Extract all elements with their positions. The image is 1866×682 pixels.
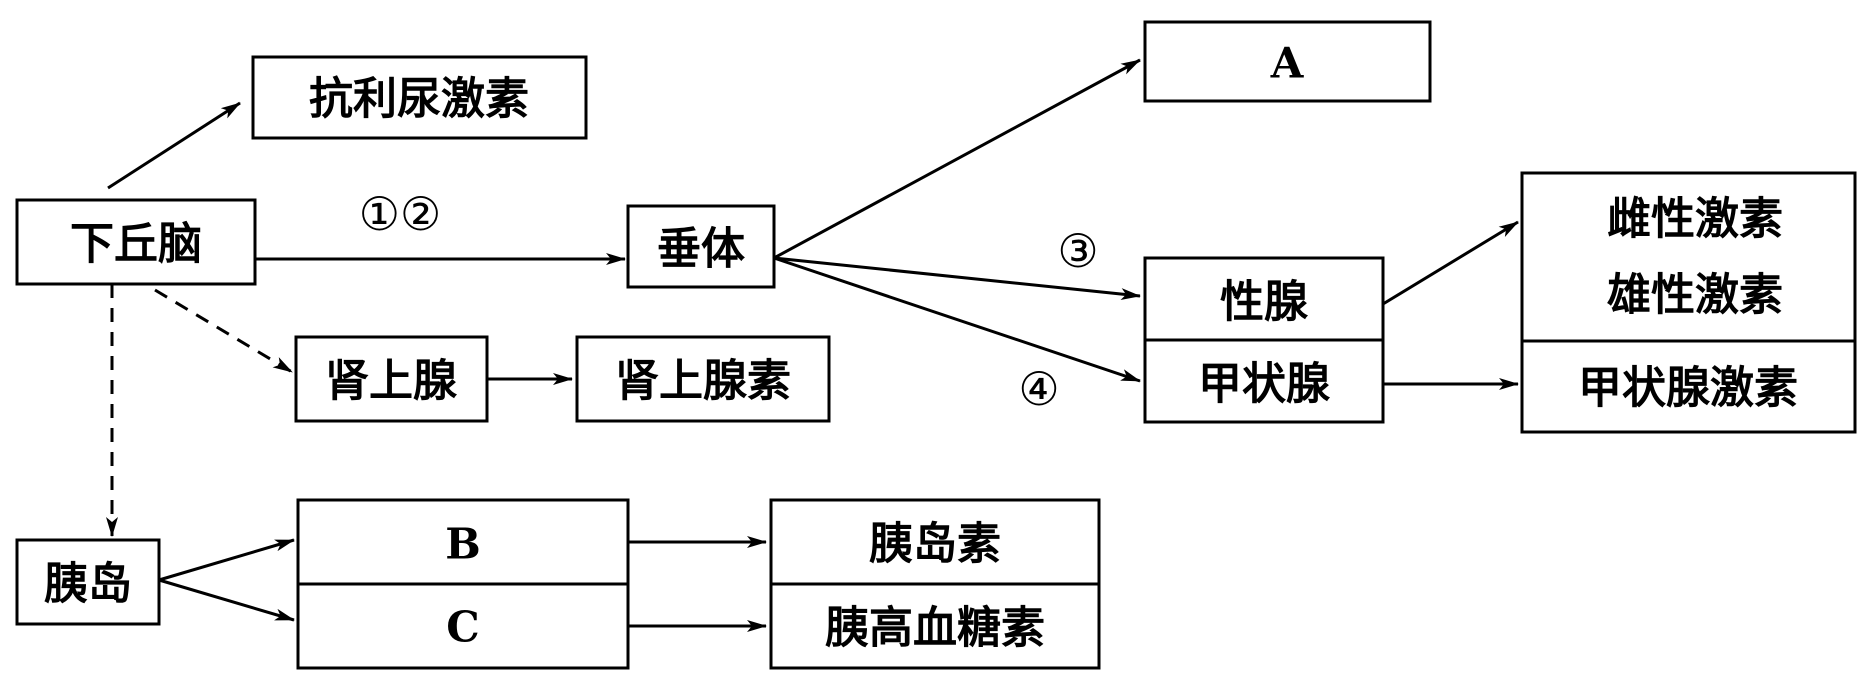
adh-label: 抗利尿激素: [309, 74, 529, 125]
hypothalamus-box: [15, 198, 257, 286]
hypothalamus-label: 下丘脑: [70, 219, 202, 270]
adrenaline-label: 肾上腺素: [615, 356, 791, 407]
arrow-islet-b: [158, 538, 295, 582]
insulin-box: [769, 498, 1101, 586]
marker-1-2: ①②: [359, 187, 441, 241]
thyroid-label: 甲状腺: [1198, 359, 1331, 410]
adrenaline-box: [575, 335, 831, 423]
thyroid-box: [1143, 338, 1385, 424]
c-box: [296, 582, 630, 670]
thyroid-hormone-label: 甲状腺激素: [1578, 363, 1798, 414]
female-hormone-label: 雌性激素: [1607, 194, 1783, 245]
a-label: A: [1270, 39, 1305, 88]
adh-box: [251, 55, 588, 140]
adrenal-label: 肾上腺: [325, 356, 458, 407]
islet-box: [15, 538, 161, 626]
arrow-pituitary-a: [773, 58, 1141, 260]
arrow-islet-c: [158, 578, 295, 622]
b-label: B: [445, 520, 481, 569]
thyroid-hormone-box: [1520, 339, 1857, 434]
arrow-gonad-sex-hormone: [1382, 220, 1519, 306]
marker-4: ④: [1018, 362, 1059, 416]
gonad-label: 性腺: [1220, 277, 1309, 328]
b-box: [296, 498, 630, 586]
male-hormone-label: 雄性激素: [1607, 270, 1783, 321]
glucagon-label: 胰高血糖素: [825, 603, 1045, 654]
arrow-pituitary-thyroid: [773, 256, 1141, 383]
arrow-pituitary-gonad: [773, 256, 1141, 301]
insulin-label: 胰岛素: [869, 519, 1001, 570]
a-box: [1143, 20, 1432, 103]
pituitary-box: [626, 204, 776, 289]
c-label: C: [446, 603, 479, 652]
arrow-hypothalamus-adh: [107, 101, 241, 190]
marker-3: ③: [1057, 224, 1098, 278]
islet-label: 胰岛: [44, 559, 132, 610]
adrenal-box: [294, 335, 489, 423]
dashed-arrow-hypothalamus-adrenal: [154, 288, 293, 374]
glucagon-box: [769, 582, 1101, 670]
pituitary-label: 垂体: [657, 224, 745, 275]
